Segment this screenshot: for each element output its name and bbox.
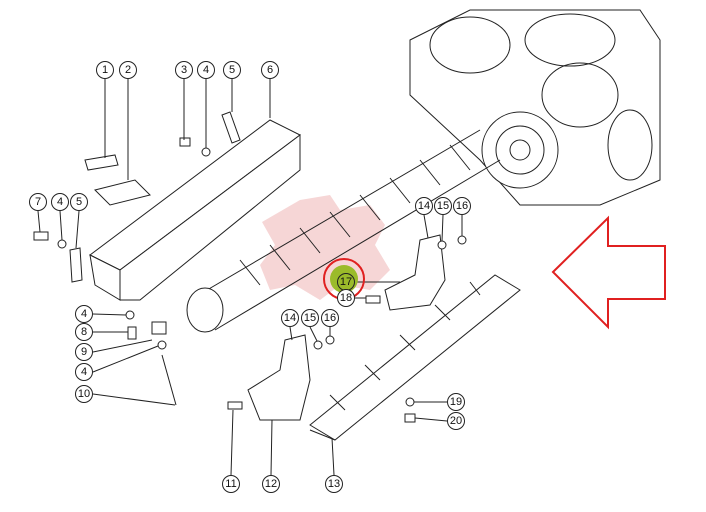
svg-text:4: 4: [57, 196, 63, 208]
svg-text:16: 16: [324, 312, 336, 324]
callout-4[interactable]: 4: [75, 305, 93, 323]
svg-text:4: 4: [81, 366, 87, 378]
svg-text:15: 15: [437, 200, 449, 212]
callout-4[interactable]: 4: [75, 363, 93, 381]
svg-text:3: 3: [181, 64, 187, 76]
hardware: [33, 137, 467, 423]
svg-text:15: 15: [304, 312, 316, 324]
callout-2[interactable]: 2: [119, 61, 137, 79]
gearbox-housing: [409, 9, 661, 206]
callout-5[interactable]: 5: [223, 61, 241, 79]
trough-cover: [309, 274, 521, 441]
callout-15[interactable]: 15: [434, 197, 452, 215]
bracket-lower: [247, 334, 311, 421]
svg-text:8: 8: [81, 326, 87, 338]
svg-text:14: 14: [418, 200, 430, 212]
svg-text:7: 7: [35, 196, 41, 208]
callout-5[interactable]: 5: [70, 193, 88, 211]
svg-text:13: 13: [328, 478, 340, 490]
callout-3[interactable]: 3: [175, 61, 193, 79]
svg-text:5: 5: [76, 196, 82, 208]
svg-text:5: 5: [229, 64, 235, 76]
callout-17[interactable]: 17: [337, 273, 355, 291]
svg-text:18: 18: [340, 292, 352, 304]
callout-18[interactable]: 18: [337, 289, 355, 307]
svg-text:4: 4: [203, 64, 209, 76]
callout-6[interactable]: 6: [261, 61, 279, 79]
callout-15[interactable]: 15: [301, 309, 319, 327]
svg-text:20: 20: [450, 415, 462, 427]
svg-text:19: 19: [450, 396, 462, 408]
leader-lines: [37, 79, 463, 476]
callouts: 1 2 3 4 5 6 7 4 5 14 15 16 17 18 4 8 9 4…: [29, 61, 471, 493]
callout-8[interactable]: 8: [75, 323, 93, 341]
watermark-logo: [260, 195, 390, 300]
svg-text:1: 1: [102, 64, 108, 76]
svg-text:2: 2: [125, 64, 131, 76]
callout-4[interactable]: 4: [197, 61, 215, 79]
callout-9[interactable]: 9: [75, 343, 93, 361]
callout-14[interactable]: 14: [281, 309, 299, 327]
callout-12[interactable]: 12: [262, 475, 280, 493]
auger-shaft: [186, 129, 501, 333]
callout-13[interactable]: 13: [325, 475, 343, 493]
svg-text:12: 12: [265, 478, 277, 490]
callout-1[interactable]: 1: [96, 61, 114, 79]
callout-7[interactable]: 7: [29, 193, 47, 211]
svg-text:4: 4: [81, 308, 87, 320]
callout-11[interactable]: 11: [222, 475, 240, 493]
svg-text:16: 16: [456, 200, 468, 212]
callout-19[interactable]: 19: [447, 393, 465, 411]
svg-text:9: 9: [81, 346, 87, 358]
highlight-fill: [330, 265, 358, 293]
callout-4[interactable]: 4: [51, 193, 69, 211]
callout-16[interactable]: 16: [321, 309, 339, 327]
callout-20[interactable]: 20: [447, 412, 465, 430]
callout-14[interactable]: 14: [415, 197, 433, 215]
bracket-upper: [384, 234, 446, 311]
svg-text:11: 11: [225, 478, 236, 490]
callout-16[interactable]: 16: [453, 197, 471, 215]
svg-text:6: 6: [267, 64, 273, 76]
callout-10[interactable]: 10: [75, 385, 93, 403]
pointer-arrow-icon: [551, 215, 666, 330]
frame-rail: [69, 111, 301, 301]
svg-text:17: 17: [340, 276, 352, 288]
svg-text:10: 10: [78, 388, 90, 400]
svg-text:14: 14: [284, 312, 296, 324]
